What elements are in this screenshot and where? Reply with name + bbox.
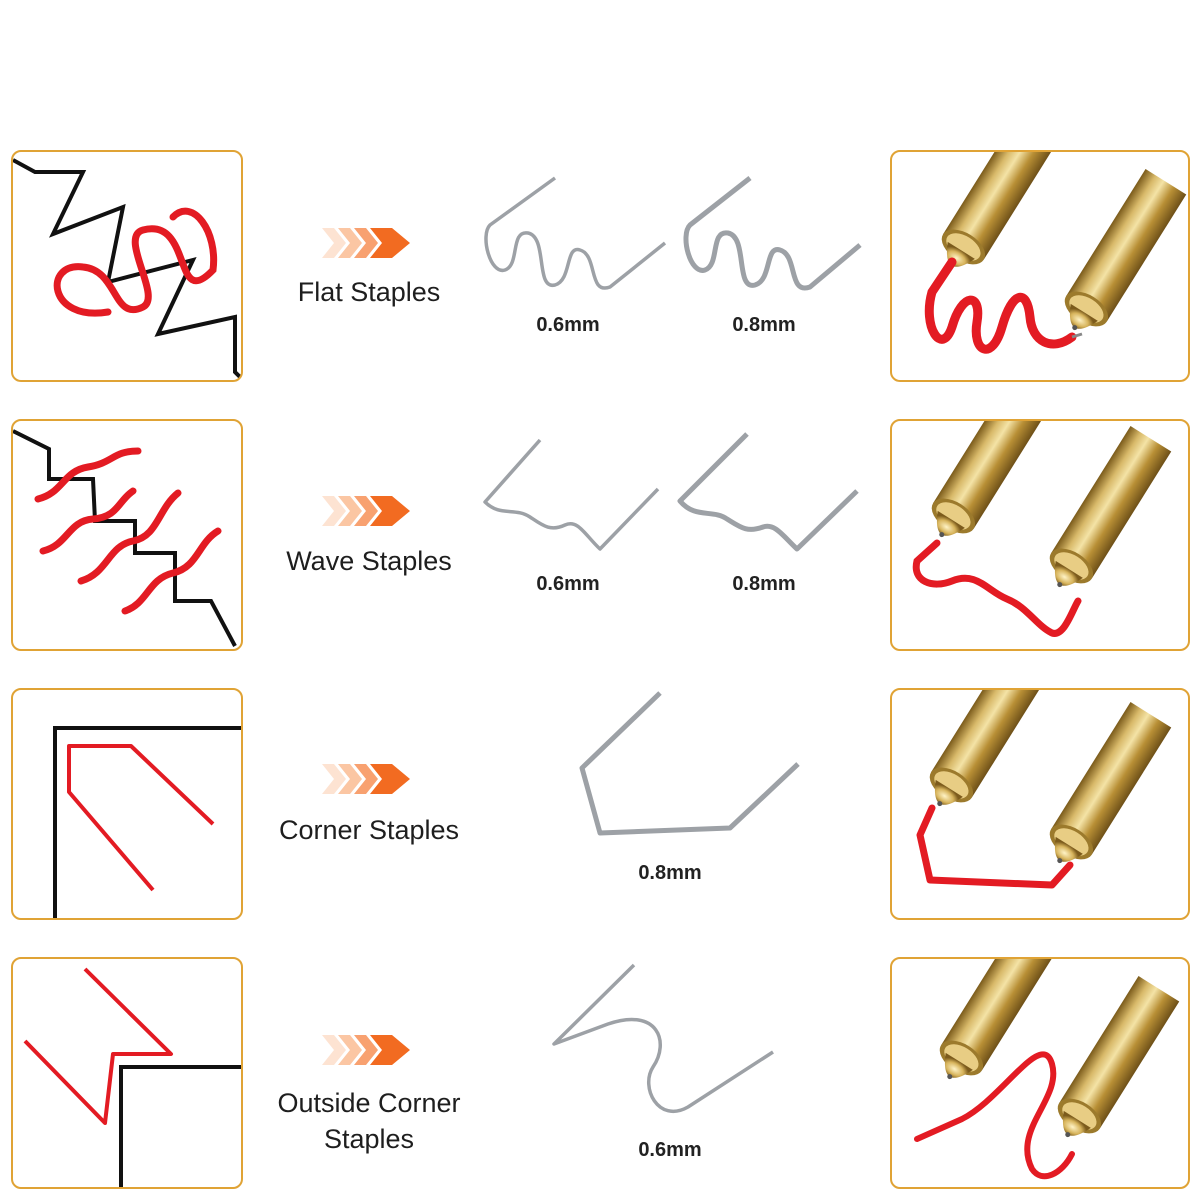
size-label: 0.6mm: [536, 573, 600, 595]
flat-staple-icon: [484, 176, 667, 290]
outside-corner-staple-icon: [552, 963, 774, 1114]
size-label: 0.8mm: [732, 573, 796, 595]
wave-staple-welder-box: [890, 419, 1190, 651]
size-label: 0.8mm: [638, 862, 702, 884]
wave-staples-diagram: [13, 429, 237, 647]
outside-corner-staples-diagram-box: [11, 957, 243, 1189]
row-outside-corner-staples: Outside Corner Staples 0.6mm: [0, 957, 1200, 1193]
row-flat-staples: Flat Staples 0.6mm 0.8mm: [0, 150, 1200, 386]
flat-staples-diagram-box: [11, 150, 243, 382]
corner-staples-diagram: [53, 726, 241, 918]
flat-staple-icon: [683, 176, 862, 291]
wave-staple-icon: [677, 432, 859, 552]
outside-corner-staple-welder-box: [890, 957, 1190, 1189]
arrow-icon: [322, 228, 410, 258]
row-wave-staples: Wave Staples 0.6mm 0.8mm: [0, 419, 1200, 655]
wave-staple-icon: [483, 438, 660, 551]
staple-type-label: Flat Staples: [297, 277, 441, 307]
arrow-icon: [322, 496, 410, 526]
staple-type-label: Outside Corner Staples: [277, 1088, 461, 1154]
corner-staple-icon: [579, 691, 800, 836]
arrow-icon: [322, 1035, 410, 1065]
welder-tips-image: [924, 152, 1187, 354]
welder-tips-image: [914, 959, 1180, 1180]
welder-tips-image: [912, 421, 1172, 637]
size-label: 0.6mm: [536, 314, 600, 336]
wave-staples-diagram-box: [11, 419, 243, 651]
staple-type-label: Wave Staples: [286, 546, 452, 576]
welder-tips-image: [916, 690, 1172, 889]
corner-staple-welder-box: [890, 688, 1190, 920]
flat-staple-welder-box: [890, 150, 1190, 382]
outside-corner-staples-diagram: [23, 967, 241, 1187]
staple-type-label: Corner Staples: [278, 815, 460, 845]
row-corner-staples: Corner Staples 0.8mm: [0, 688, 1200, 924]
size-label: 0.8mm: [732, 314, 796, 336]
arrow-icon: [322, 764, 410, 794]
flat-staples-diagram: [13, 158, 241, 380]
corner-staples-diagram-box: [11, 688, 243, 920]
size-label: 0.6mm: [638, 1139, 702, 1161]
